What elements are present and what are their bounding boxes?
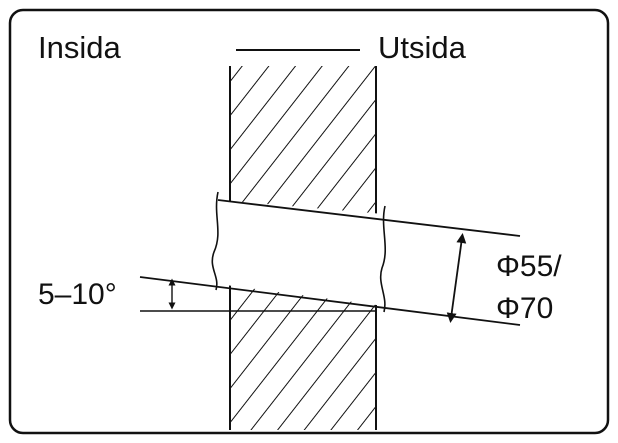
inside-label: Insida: [38, 30, 121, 65]
diameter-arrow: [446, 233, 467, 323]
pipe-upper-edge: [217, 199, 521, 237]
outside-label: Utsida: [378, 30, 467, 65]
pipe-break-right: [379, 205, 387, 313]
angle-label: 5–10°: [38, 278, 117, 311]
angle-indicator: [140, 278, 376, 312]
pipe-break-left: [211, 191, 219, 291]
diameter-label-line2: Φ70: [496, 292, 553, 325]
pipe-body: [218, 200, 384, 306]
diameter-label-line1: Φ55/: [496, 250, 562, 283]
